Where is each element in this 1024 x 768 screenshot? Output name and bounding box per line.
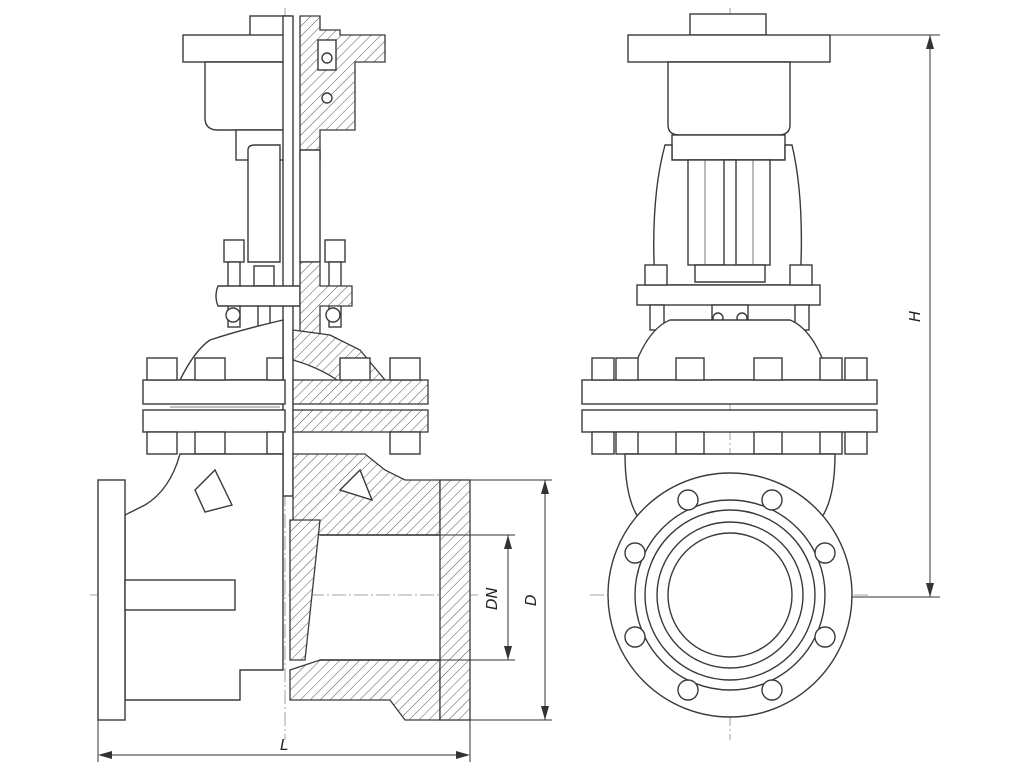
valve-body (97, 453, 471, 721)
side-body-flange (581, 379, 878, 405)
dimension-DN-label: DN (483, 587, 501, 610)
dimension-L-label: L (280, 736, 288, 754)
side-flange-bolts (591, 357, 868, 455)
flange-bolt-holes (624, 489, 836, 701)
dimension-D: D (470, 479, 552, 721)
stem (282, 15, 294, 497)
dimension-L: L (97, 720, 471, 762)
dimension-H: H (830, 34, 940, 598)
dimension-D-label: D (522, 594, 540, 606)
body-flange (142, 357, 429, 455)
dimension-H-label: H (906, 311, 924, 322)
yoke (247, 15, 321, 497)
front-section-view: L DN D (90, 8, 552, 762)
actuator-housing (667, 61, 791, 136)
actuator-top-plate (627, 34, 831, 63)
side-bonnet-flange (636, 284, 821, 306)
end-flange (607, 472, 853, 718)
side-view: H (581, 8, 940, 740)
gland-bolts (215, 239, 353, 341)
dimension-DN: DN (440, 534, 515, 661)
